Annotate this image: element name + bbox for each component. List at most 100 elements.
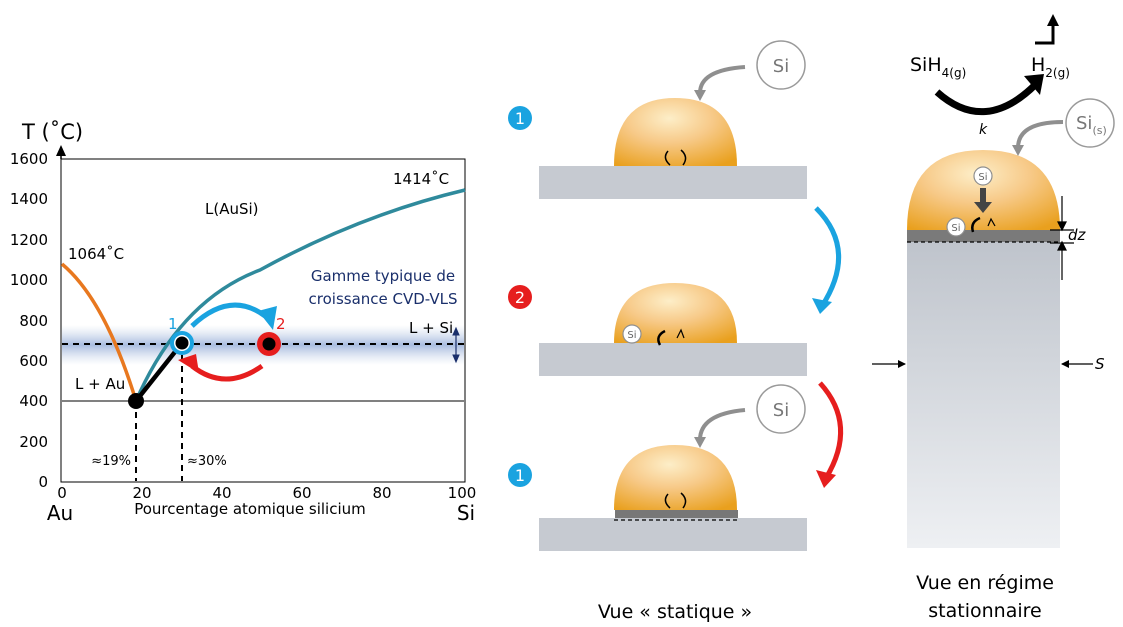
rotation-icon (664, 149, 687, 166)
si-atom-label: Si (978, 172, 987, 183)
au-melting-label: 1064˚C (68, 245, 124, 263)
rate-constant-label: k (979, 122, 988, 138)
steady-view-caption-line2: stationnaire (928, 600, 1041, 622)
precursor-formula: SiH (910, 54, 942, 76)
si-feed-arrow-head-icon (694, 90, 706, 101)
product-formula: H (1031, 54, 1045, 76)
step1-badge-label: 1 (515, 109, 525, 128)
si-atom-label: Si (951, 223, 960, 234)
steady-state-view: SiH4(g) H2(g) k Si(s) Si Si dz S (872, 14, 1115, 622)
liquid-region-label: L(AuSi) (205, 200, 259, 218)
state1-label: 1 (168, 315, 178, 333)
gold-droplet (614, 98, 737, 166)
arrow-state1-to-2 (190, 302, 267, 328)
eutectic-point (128, 393, 144, 409)
nanowire-pillar (907, 242, 1060, 548)
l-si-region-label: L + Si (409, 319, 453, 337)
si-source-bubble (756, 40, 806, 90)
y-tick-label: 800 (19, 312, 48, 330)
dz-marker (1050, 196, 1074, 280)
dz-label: dz (1068, 226, 1087, 244)
y-tick-label: 400 (19, 392, 48, 410)
x-tick-label: 40 (212, 484, 231, 502)
si-source-bubble (1065, 98, 1115, 148)
arrow-state2-to-1-head-icon (178, 354, 199, 373)
rotation-icon-small (987, 217, 996, 227)
substrate (539, 343, 807, 376)
y-axis-arrow-icon (56, 145, 66, 156)
growth-range-label-1: Gamme typique de (311, 267, 455, 285)
x-tick-label: 0 (57, 484, 67, 502)
y-tick-label: 1400 (10, 190, 48, 208)
si-source-label: Si(s) (1076, 113, 1107, 137)
si-liquidus-curve (134, 188, 466, 402)
h2-exit-arrow (1035, 25, 1055, 45)
si-source-bubble (756, 384, 806, 434)
static-view-caption: Vue « statique » (598, 601, 752, 623)
x-right-element: Si (457, 501, 475, 525)
transition-arrow-2-to-1-head-icon (816, 470, 836, 488)
x-tick-label: 80 (372, 484, 391, 502)
gold-droplet (614, 445, 737, 510)
x-tick-label: 60 (292, 484, 311, 502)
x-axis-title: Pourcentage atomique silicium (134, 500, 366, 518)
si-feed-arrow-head-icon (694, 437, 706, 448)
transition-arrow-2-to-1 (818, 381, 844, 480)
step3-badge (508, 463, 532, 487)
x-left-element: Au (47, 501, 73, 525)
y-tick-label: 1000 (10, 271, 48, 289)
transition-arrow-1-to-2 (814, 206, 842, 308)
precursor-subscript: 4(g) (942, 66, 967, 80)
step2-badge-label: 2 (515, 288, 525, 307)
si-atom (946, 217, 966, 237)
growth-composition-label: ≈30% (187, 454, 227, 469)
h2-exit-arrow-head-icon (1047, 14, 1059, 26)
cross-section-label: S (1095, 355, 1105, 373)
y-tick-label: 1200 (10, 231, 48, 249)
growth-range-label-2: croissance CVD-VLS (309, 290, 458, 308)
growth-layer (907, 230, 1060, 242)
rotation-icon (971, 216, 981, 233)
stage1: Si (539, 40, 807, 199)
stage3: Si (539, 384, 807, 551)
arrow-state1-to-2-head-icon (258, 306, 277, 330)
substrate (539, 166, 807, 199)
grown-layer (615, 510, 738, 518)
steady-view-caption-line1: Vue en régime (916, 572, 1054, 594)
s-arrow-left-head-icon (898, 360, 906, 368)
stage2: Si (539, 283, 807, 376)
si-source-subscript: (s) (1092, 124, 1106, 137)
si-feed-arrow (1016, 120, 1064, 149)
step2-badge (508, 285, 532, 309)
rotation-icon (664, 492, 687, 509)
x-tick-label: 100 (448, 484, 477, 502)
si-source-label: Si (773, 56, 789, 77)
si-melting-label: 1414˚C (393, 170, 449, 188)
product-subscript: 2(g) (1045, 66, 1070, 80)
phase-diagram: T (˚C) 0 200 400 600 800 1000 1200 1400 … (10, 120, 477, 525)
gold-droplet (614, 283, 737, 343)
reaction-arrow (934, 81, 1039, 116)
si-atom (973, 166, 993, 186)
substrate (539, 518, 807, 551)
y-tick-label: 0 (38, 473, 48, 491)
static-view: 1 2 1 Si Si (508, 40, 844, 623)
y-tick-label: 200 (19, 433, 48, 451)
step3-badge-label: 1 (515, 466, 525, 485)
plot-frame (60, 158, 466, 483)
eutectic-to-growth-segment (134, 341, 184, 403)
step1-badge (508, 106, 532, 130)
state1-point (175, 336, 189, 350)
range-arrow-icon (452, 326, 460, 364)
y-axis-title: T (˚C) (21, 120, 83, 144)
transition-arrow-1-to-2-head-icon (812, 298, 832, 314)
rotation-icon-small (676, 328, 685, 339)
si-feed-arrow (698, 408, 746, 441)
eutectic-composition-label: ≈19% (91, 454, 131, 469)
x-tick-label: 20 (132, 484, 151, 502)
si-feed-arrow-head-icon (1012, 145, 1024, 156)
s-arrow-right-head-icon (1061, 360, 1069, 368)
precursor-label: SiH4(g) (910, 54, 966, 80)
y-tick-label: 600 (19, 352, 48, 370)
